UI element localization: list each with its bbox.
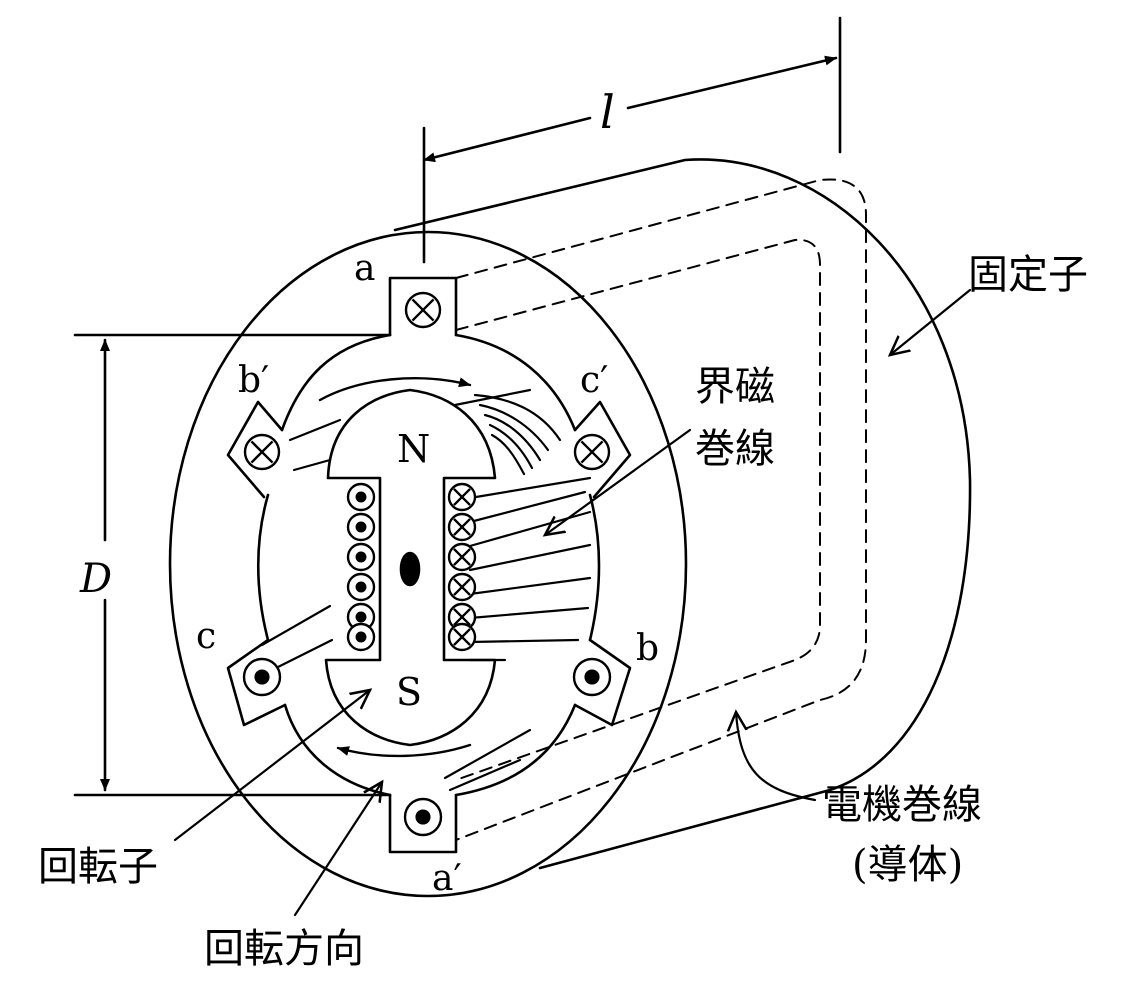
conductor-dot-icon xyxy=(572,657,612,697)
field-winding-leader xyxy=(545,428,692,535)
length-symbol: l xyxy=(600,85,615,139)
field-coil-dot-icon xyxy=(346,572,376,602)
armature-winding-dashed xyxy=(455,178,867,841)
callout-leaders xyxy=(173,288,972,917)
rotor xyxy=(324,388,497,747)
stator-callout: 固定子 xyxy=(968,252,1088,298)
phase-c-prime-label: c′ xyxy=(580,360,608,401)
field-coil-cross-icon xyxy=(447,602,477,632)
diameter-symbol: D xyxy=(79,556,112,602)
field-coil-dot-icon xyxy=(346,602,376,632)
conductor-cross-icon xyxy=(404,291,442,329)
stator-slot-a xyxy=(388,276,458,337)
armature-winding-leader xyxy=(736,712,817,802)
armature-winding-callout-line1: 電機巻線 xyxy=(822,782,982,828)
phase-a-label: a xyxy=(354,248,375,289)
field-coil-cross-icon xyxy=(447,542,477,572)
field-winding-lines xyxy=(468,393,592,662)
rotation-direction-leader xyxy=(293,782,382,917)
rotation-arrow-bottom xyxy=(336,743,472,758)
conductor-dot-icon xyxy=(403,797,443,837)
field-coil-cross-icon xyxy=(447,572,477,602)
phase-c-label: c xyxy=(196,616,216,657)
rotation-arrows xyxy=(318,377,472,758)
field-coil-cross-icon xyxy=(447,512,477,542)
pole-south-label: S xyxy=(396,670,422,714)
stator-conductor-lines xyxy=(260,388,532,792)
phase-a-prime-label: a′ xyxy=(432,858,462,899)
field-coil-dot-icon xyxy=(346,482,376,512)
stator-slot-b-prime xyxy=(226,400,284,499)
field-coil-dot-icon xyxy=(346,622,376,652)
field-winding-callout-line1: 界磁 xyxy=(695,364,775,410)
conductor-dot-icon xyxy=(242,657,282,697)
rotor-leader xyxy=(173,690,370,842)
stator-bore xyxy=(257,333,601,797)
stator-slot-c xyxy=(226,638,287,727)
dimension-d xyxy=(73,333,392,797)
conductor-cross-icon xyxy=(573,433,611,471)
rotation-arrow-top xyxy=(318,377,472,402)
stator-back-outline xyxy=(393,158,972,870)
stator-front-face xyxy=(168,230,688,898)
field-coil-cross-icon xyxy=(447,622,477,652)
stator-slot-c-prime xyxy=(573,400,632,499)
rotor-pole-north xyxy=(324,388,497,747)
armature-winding-callout-line2: (導体) xyxy=(852,842,963,888)
field-coil-cross-icon xyxy=(447,482,477,512)
pole-north-label: N xyxy=(397,427,430,471)
rotor-callout: 回転子 xyxy=(38,844,158,890)
dimension-l xyxy=(422,16,842,264)
field-coil-dot-icon xyxy=(346,542,376,572)
conductor-symbols xyxy=(242,291,612,837)
stator-slot-b xyxy=(573,638,632,727)
rotor-shaft xyxy=(399,551,421,587)
field-coil-dot-icon xyxy=(346,512,376,542)
stator-leader xyxy=(890,288,972,355)
phase-b-prime-label: b′ xyxy=(238,360,269,401)
stator-cylinder xyxy=(168,158,972,898)
rotation-direction-callout: 回転方向 xyxy=(204,926,364,972)
field-winding-callout-line2: 巻線 xyxy=(695,426,775,472)
stator-slot-a-prime xyxy=(388,793,458,854)
phase-b-label: b xyxy=(636,628,659,669)
labels: l D N S a b′ c′ c b a′ 固定子 界磁 巻線 電機巻線 (導… xyxy=(38,85,1088,972)
conductor-cross-icon xyxy=(243,433,281,471)
